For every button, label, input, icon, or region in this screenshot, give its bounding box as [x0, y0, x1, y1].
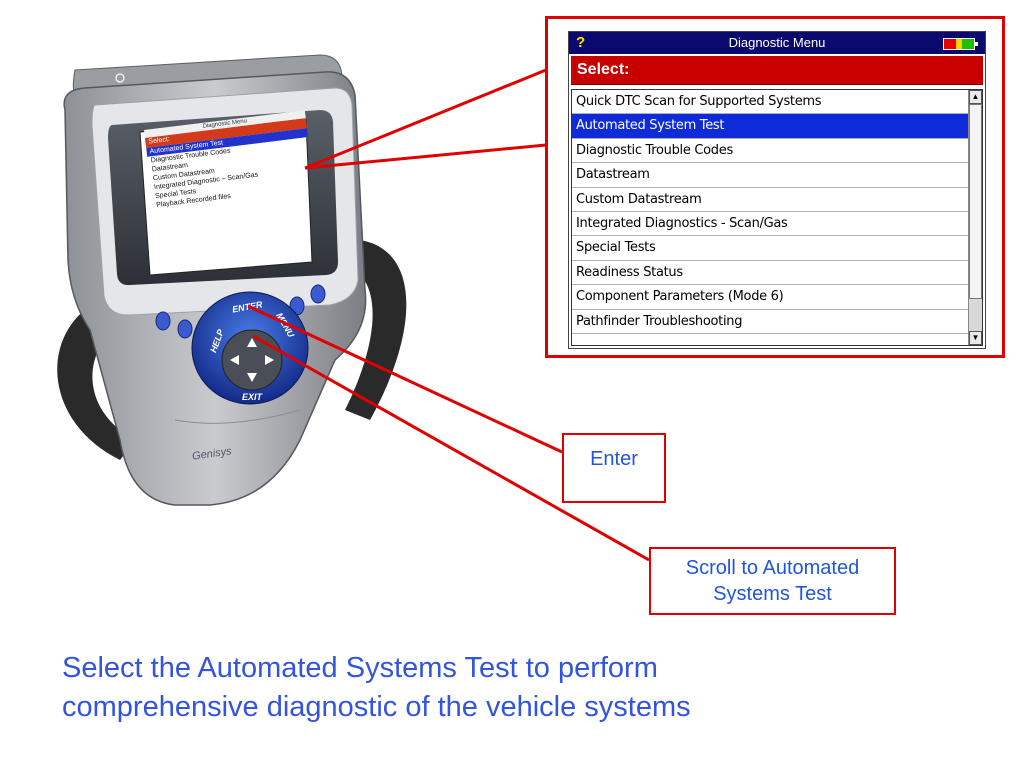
- menu-item-special-tests[interactable]: Special Tests: [572, 236, 968, 261]
- enter-callout-text: Enter: [590, 448, 638, 470]
- caption-line2: comprehensive diagnostic of the vehicle …: [62, 691, 691, 723]
- device-screen-menu: Diagnostic Menu Select: Automated System…: [144, 110, 323, 279]
- menu-scrollbar[interactable]: ▲ ▼: [968, 90, 982, 345]
- scroll-down-arrow-icon[interactable]: ▼: [969, 331, 982, 345]
- menu-item-integrated-diagnostics[interactable]: Integrated Diagnostics - Scan/Gas: [572, 212, 968, 237]
- menu-item-automated-system-test[interactable]: Automated System Test: [572, 114, 968, 139]
- scroll-callout-line1: Scroll to Automated: [685, 557, 860, 579]
- scroll-callout-line2: Systems Test: [713, 583, 832, 605]
- help-icon[interactable]: ?: [576, 34, 586, 51]
- menu-list-container: Quick DTC Scan for Supported Systems Aut…: [571, 89, 983, 346]
- genisys-scan-tool-device: Diagnostic Menu Select: Automated System…: [0, 0, 540, 520]
- menu-item-pathfinder-troubleshooting[interactable]: Pathfinder Troubleshooting: [572, 310, 968, 334]
- window-title: Diagnostic Menu: [728, 35, 826, 50]
- caption-line1: Select the Automated Systems Test to per…: [62, 652, 658, 684]
- slide-caption: Select the Automated Systems Test to per…: [62, 649, 962, 727]
- scroll-callout: Scroll to Automated Systems Test: [649, 547, 896, 615]
- select-header: Select:: [571, 56, 983, 85]
- scrollbar-thumb[interactable]: [969, 104, 982, 299]
- menu-item-component-parameters[interactable]: Component Parameters (Mode 6): [572, 285, 968, 310]
- menu-item-readiness-status[interactable]: Readiness Status: [572, 261, 968, 286]
- menu-item-quick-dtc-scan[interactable]: Quick DTC Scan for Supported Systems: [572, 90, 968, 115]
- menu-item-diagnostic-trouble-codes[interactable]: Diagnostic Trouble Codes: [572, 139, 968, 164]
- menu-item-datastream[interactable]: Datastream: [572, 163, 968, 188]
- diagnostic-menu-window: ? Diagnostic Menu Select: Quick DTC Scan…: [568, 31, 986, 349]
- menu-list: Quick DTC Scan for Supported Systems Aut…: [572, 90, 968, 345]
- diagnostic-menu-titlebar: ? Diagnostic Menu: [569, 32, 985, 54]
- battery-indicator-icon: [943, 38, 978, 50]
- zoomed-screen-panel: ? Diagnostic Menu Select: Quick DTC Scan…: [545, 16, 1005, 358]
- menu-item-custom-datastream[interactable]: Custom Datastream: [572, 188, 968, 212]
- scroll-up-arrow-icon[interactable]: ▲: [969, 90, 982, 104]
- enter-callout: Enter: [562, 433, 666, 503]
- exit-button-label: EXIT: [242, 392, 263, 402]
